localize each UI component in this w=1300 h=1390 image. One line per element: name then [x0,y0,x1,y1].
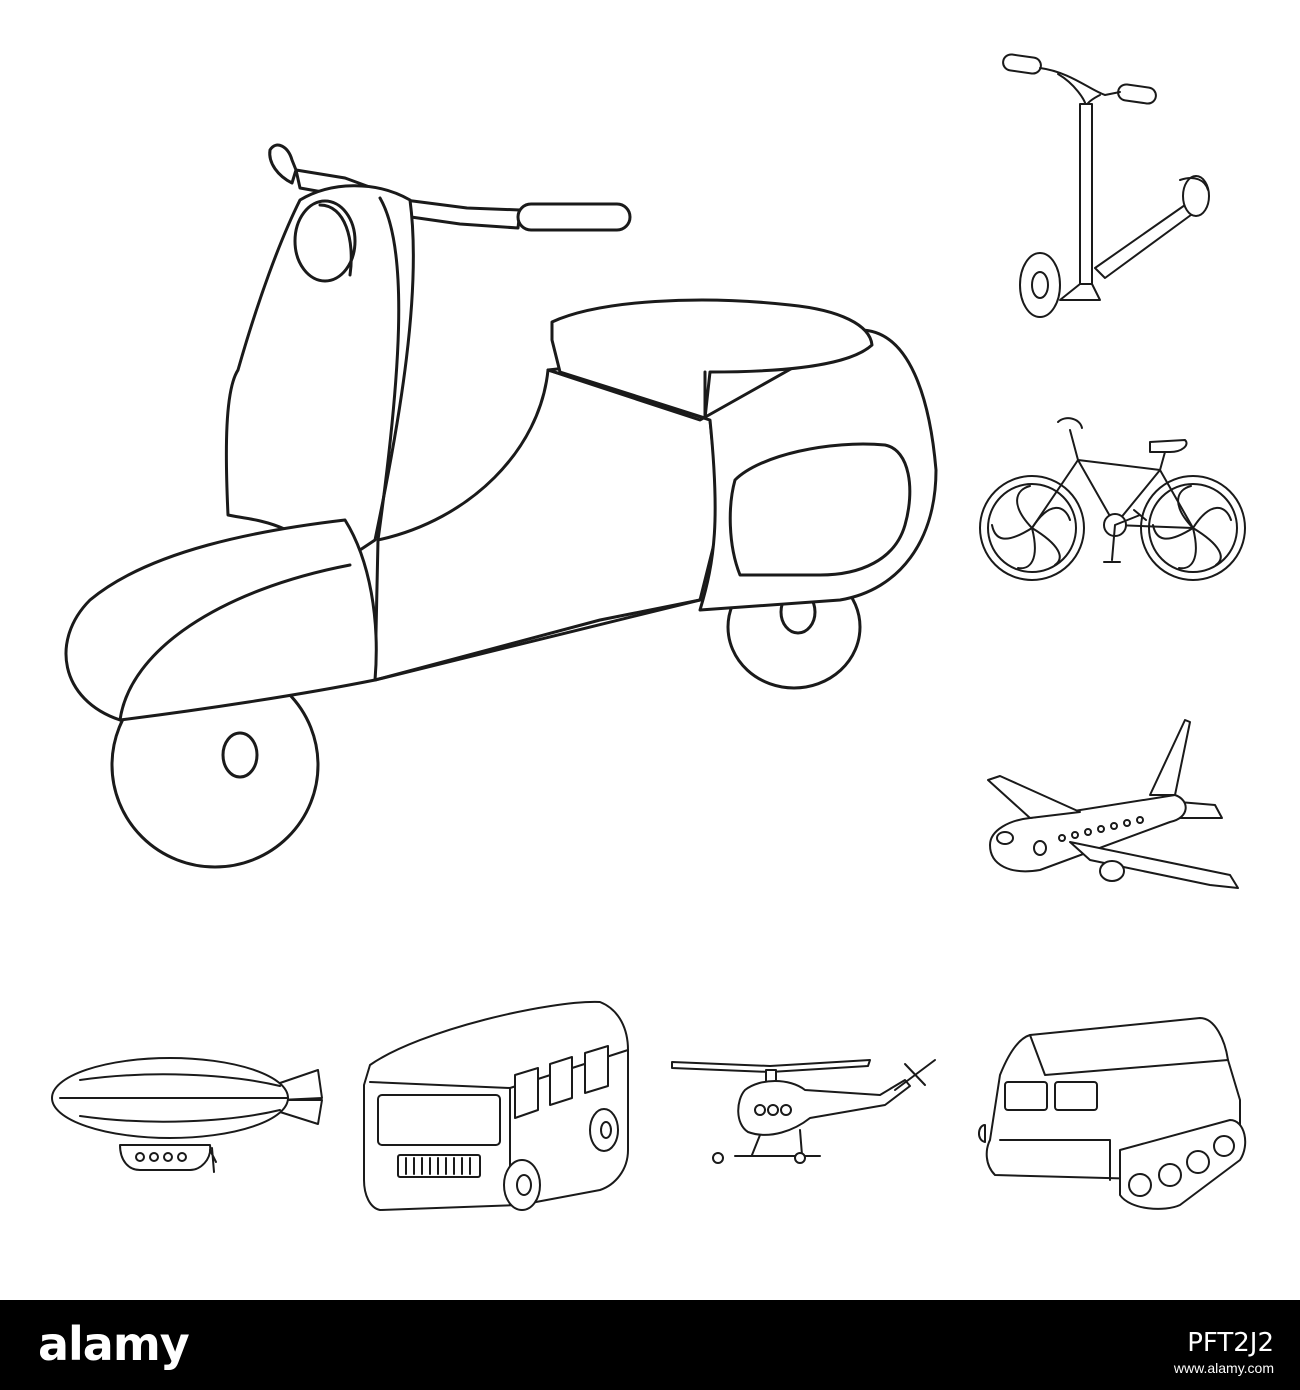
helicopter-tail-rotor [894,1059,936,1091]
tracked-vehicle-window [1054,1081,1098,1111]
kick-scooter-rear-fender [1179,177,1209,191]
airplane-window [1071,831,1079,839]
bicycle-seatpost [1159,451,1166,471]
bus-side-window [584,1045,609,1094]
stock-id: PFT2J2 [1187,1328,1274,1358]
scooter-front-fender [64,518,378,722]
illustration-canvas [51,53,1247,1211]
bicycle-saddle [1149,439,1188,453]
airship-window [177,1152,187,1162]
tracked-vehicle-road-wheel [1128,1173,1152,1197]
scooter-floorboard [373,368,722,682]
airplane-window [1084,828,1092,836]
bicycle-rear-rim [1148,483,1238,573]
bus-front-hub [516,1174,532,1196]
airplane-window [1123,819,1131,827]
scooter-front-hub [221,731,259,779]
bus-rear-hub [600,1121,612,1139]
bicycle-handlebar [1057,417,1083,461]
kick-scooter-bar [1039,67,1121,96]
airplane-window [1058,834,1066,842]
scooter-headlight [293,199,357,283]
tracked-vehicle-icon [978,1017,1247,1210]
kick-scooter-stem [1079,103,1093,285]
scooter-fender-line [118,563,352,722]
transport-illustration [51,53,1247,1211]
scooter-lower-line [373,598,702,682]
airplane-door [1033,840,1047,856]
helicopter-icon [671,1059,936,1164]
helicopter-window [767,1104,779,1116]
airplane-lower-wing [1069,841,1239,889]
tracked-vehicle-road-wheel [1186,1150,1210,1174]
bus-side-window [514,1067,539,1119]
footer-link[interactable]: www.alamy.com [1173,1360,1274,1376]
scooter-right-grip [516,202,632,232]
airship-window [163,1152,173,1162]
kick-scooter-deck [1094,204,1196,279]
airplane-icon [987,719,1239,889]
bus-icon [363,1000,629,1211]
airplane-upper-wing [987,775,1081,819]
bus-front-wheel [503,1159,541,1211]
kick-scooter-right-grip [1117,83,1157,105]
tracked-vehicle-bumper [999,1139,1111,1181]
tracked-vehicle-road-wheel [1158,1163,1182,1187]
kick-scooter-fork [1059,283,1101,301]
airship-icon [51,1057,323,1173]
airplane-engine [1099,860,1125,882]
bicycle-icon [979,417,1246,581]
scooter-shield-edge [376,196,401,542]
bicycle-front-rim [987,483,1077,573]
scooter-side-cover [728,442,912,577]
scooter-seat [550,298,874,420]
kick-scooter-icon [1002,53,1210,318]
tracked-vehicle-window [1004,1081,1048,1111]
bicycle-pedals [1103,509,1147,563]
bus-grille-bars [405,1157,471,1175]
airplane-window [1097,825,1105,833]
kick-scooter-left-grip [1002,53,1042,75]
helicopter-wheel [794,1152,806,1164]
bus-side-window [549,1056,573,1106]
bus-windshield [377,1094,501,1146]
scooter-icon [64,143,938,869]
tracked-vehicle-light [978,1124,986,1143]
helicopter-window [780,1104,792,1116]
footer-bar: alamy PFT2J2 www.alamy.com [0,1300,1300,1390]
airship-propeller [209,1147,217,1173]
brand-logo: alamy [38,1317,190,1371]
tracked-vehicle-roof-edge [1029,1034,1229,1076]
bicycle-front-spokes [991,485,1071,570]
helicopter-skids [734,1129,821,1157]
bus-rear-wheel [589,1108,619,1152]
airship-gondola [119,1144,212,1171]
airplane-window [1136,816,1144,824]
airplane-tail-fin [1149,719,1191,796]
kick-scooter-rear-wheel [1182,175,1210,217]
airship-window [149,1152,159,1162]
helicopter-main-rotor [671,1059,871,1073]
helicopter-wheel [712,1152,724,1164]
airship-window [135,1152,145,1162]
helicopter-body [737,1079,911,1136]
airplane-window [1110,822,1118,830]
scooter-headlight-rim [318,203,353,277]
kick-scooter-front-hub [1031,271,1049,299]
tracked-vehicle-road-wheel [1213,1135,1235,1157]
scooter-left-grip [268,143,298,185]
airship-seams [59,1073,289,1123]
helicopter-window [754,1104,766,1116]
airplane-cockpit [996,831,1014,845]
